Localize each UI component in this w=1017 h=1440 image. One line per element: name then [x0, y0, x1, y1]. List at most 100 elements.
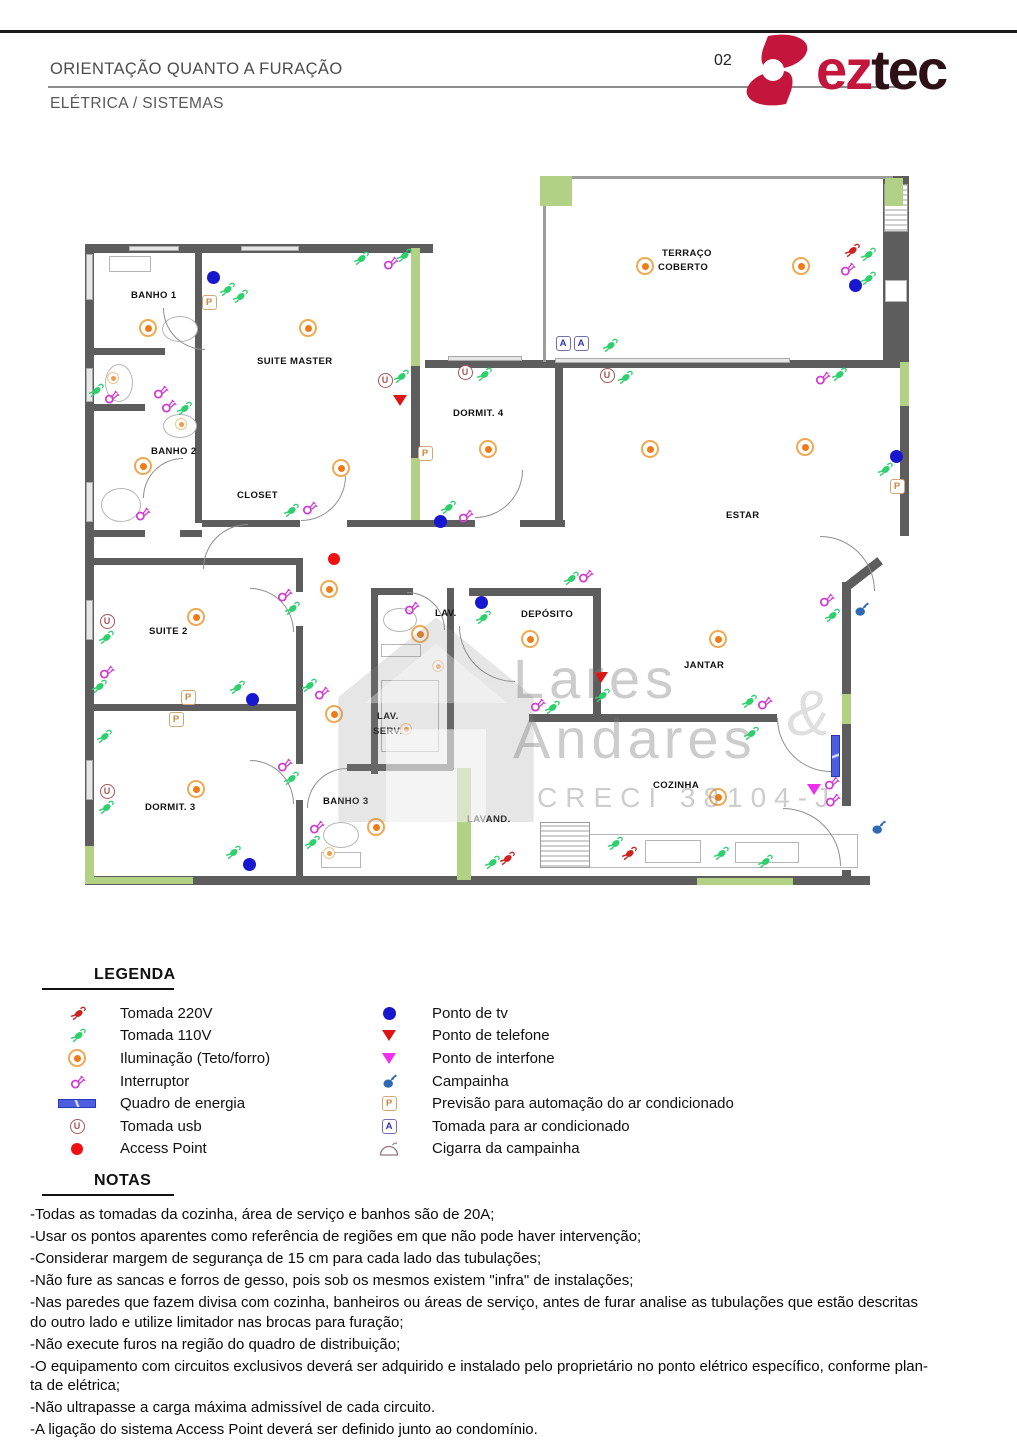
outlet-110v-icon	[96, 798, 114, 816]
outlet-110v-icon	[739, 692, 757, 710]
outlet-110v-icon	[600, 336, 618, 354]
wall-segment	[529, 714, 777, 722]
ceiling-light-icon	[796, 438, 814, 456]
outlet-110v-icon	[58, 1027, 96, 1044]
wall-segment	[520, 520, 565, 527]
legend-row: Access Point	[58, 1138, 370, 1161]
room-label: DORMIT. 3	[145, 802, 196, 813]
outlet-110v-icon	[438, 498, 456, 516]
outlet-220v-icon	[619, 844, 637, 862]
outlet-110v-icon	[822, 606, 840, 624]
wall-segment	[85, 558, 303, 565]
outlet-110v-icon	[755, 852, 773, 870]
outlet-110v-icon	[605, 834, 623, 852]
ceiling-light-small-icon	[172, 415, 190, 433]
door-arc	[163, 308, 205, 350]
intercom-point-icon	[805, 780, 823, 798]
wall-segment	[86, 254, 93, 300]
note-line: -Não fure as sancas e forros de gesso, p…	[30, 1272, 634, 1289]
fixture	[109, 256, 151, 272]
ac-outlet-icon: A	[370, 1118, 408, 1134]
outlet-110v-icon	[230, 287, 248, 305]
room-label: SUITE MASTER	[257, 356, 333, 367]
note-line: ta de elétrica;	[30, 1377, 121, 1394]
legend-label: Quadro de energia	[120, 1095, 246, 1113]
legend-row: Campainha	[370, 1070, 982, 1093]
wall-segment	[543, 176, 893, 179]
switch-icon	[312, 683, 330, 701]
fixture	[323, 822, 359, 848]
room-label: CLOSET	[237, 490, 278, 501]
wall-segment	[555, 358, 790, 363]
tv-point-icon	[472, 593, 490, 611]
legend-label: Interruptor	[120, 1072, 190, 1090]
outlet-110v-icon	[592, 686, 610, 704]
wall-segment	[842, 870, 851, 885]
wall-segment	[296, 800, 303, 884]
wall-segment	[371, 588, 378, 774]
outlet-110v-icon	[391, 367, 409, 385]
legend-row: Iluminação (Teto/forro)	[58, 1047, 370, 1070]
switch-icon	[307, 817, 325, 835]
wall-segment	[842, 694, 851, 724]
wall-segment	[593, 588, 601, 720]
legend-row: Ponto de tv	[370, 1002, 982, 1025]
switch-icon	[813, 368, 831, 386]
wall-segment	[296, 626, 303, 710]
outlet-110v-icon	[482, 853, 500, 871]
outlet-110v-icon	[227, 678, 245, 696]
outlet-110v-icon	[711, 844, 729, 862]
wall-segment	[85, 704, 303, 711]
room-label: DEPÓSITO	[521, 609, 574, 620]
note-line: -Não ultrapasse a carga máxima admissíve…	[30, 1399, 436, 1416]
door-arc	[777, 718, 831, 772]
outlet-110v-icon	[86, 381, 104, 399]
wall-segment	[85, 846, 94, 884]
note-line: -Não execute furos na região do quadro d…	[30, 1335, 401, 1353]
ac-automation-icon: P	[167, 710, 185, 728]
doorbell-icon	[852, 600, 870, 618]
legend-label: Iluminação (Teto/forro)	[120, 1049, 271, 1067]
wall-segment	[900, 362, 909, 406]
notes-title: NOTAS	[42, 1172, 174, 1196]
room-label: BANHO 2	[151, 446, 197, 457]
outlet-110v-icon	[542, 698, 560, 716]
wall-segment	[448, 356, 522, 361]
wall-segment	[85, 404, 145, 411]
note-line: -O equipamento com circuitos exclusivos …	[30, 1357, 928, 1375]
wall-segment	[411, 244, 420, 527]
wall-segment	[885, 178, 903, 206]
outlet-220v-icon	[842, 241, 860, 259]
notes-lines: -Todas as tomadas da cozinha, área de se…	[30, 1205, 988, 1440]
switch-icon	[528, 695, 546, 713]
ac-automation-icon: P	[179, 688, 197, 706]
room-label: COBERTO	[658, 262, 709, 273]
legend-row: Quadro de energia	[58, 1092, 370, 1115]
legend-label: Tomada 220V	[120, 1004, 213, 1022]
access-point-icon	[325, 550, 343, 568]
wall-segment	[180, 530, 202, 537]
wall-segment	[411, 248, 420, 366]
usb-outlet-icon: U	[456, 363, 474, 381]
outlet-110v-icon	[875, 460, 893, 478]
header-rule	[48, 86, 906, 88]
wall-segment	[469, 588, 600, 596]
fixture	[885, 280, 907, 302]
room-label: LAVAND.	[467, 814, 511, 825]
power-panel-icon	[826, 735, 844, 777]
legend-title: LEGENDA	[42, 966, 175, 990]
eztec-wordmark: eztec	[816, 42, 948, 98]
switch-icon	[102, 387, 120, 405]
ceiling-light-icon	[709, 630, 727, 648]
usb-outlet-icon: U	[58, 1118, 96, 1134]
outlet-110v-icon	[302, 833, 320, 851]
wall-segment	[86, 760, 93, 800]
room-label: DORMIT. 4	[453, 408, 504, 419]
eztec-logo: eztec	[742, 34, 948, 106]
ceiling-light-icon	[709, 788, 727, 806]
ceiling-light-icon	[636, 257, 654, 275]
fixture	[381, 644, 421, 657]
wall-segment	[195, 244, 202, 352]
